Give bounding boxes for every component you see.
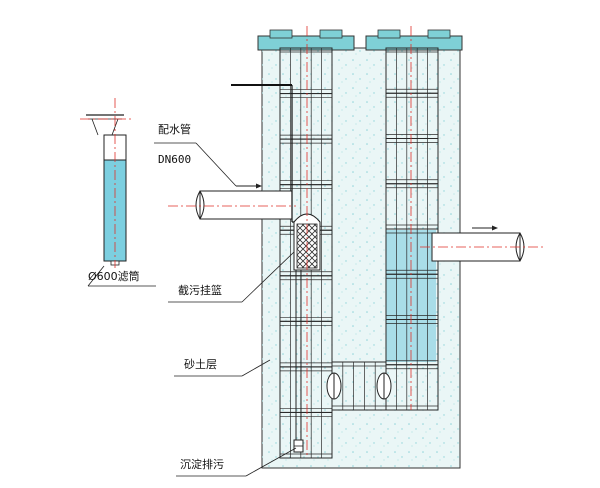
well-cap-right [365, 29, 463, 51]
pipe-name-label: 配水管 [158, 122, 191, 136]
connector-valve-right [376, 372, 392, 400]
basket-suspension-rope [231, 84, 294, 223]
module-block [385, 183, 439, 230]
sediment-label: 沉淀排污 [180, 457, 224, 471]
pipe-size-label: DN600 [158, 153, 191, 166]
module-stack-right [385, 47, 439, 411]
annotation-leaders [87, 142, 297, 477]
sediment-drain-pipe [293, 270, 304, 453]
center-lines [80, 26, 546, 458]
filter-cartridge-600 [86, 114, 127, 266]
module-block [279, 411, 333, 459]
soil-label: 砂土层 [184, 358, 217, 371]
filter-label: Ø600滤筒 [88, 269, 140, 283]
well-cap-left [257, 29, 355, 51]
basket-label: 截污挂篮 [178, 283, 222, 297]
connector-valve-left [326, 372, 342, 400]
